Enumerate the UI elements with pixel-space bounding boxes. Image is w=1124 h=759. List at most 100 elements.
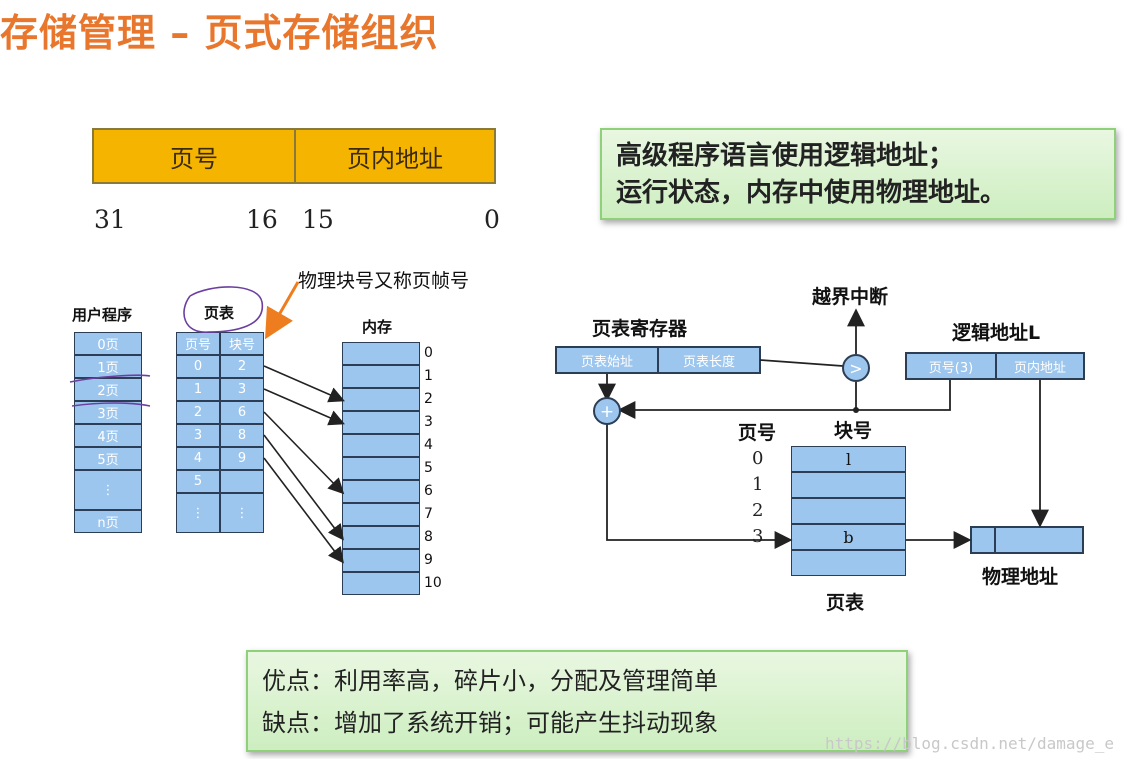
map-arrow-4 [263,457,344,564]
user-program-label: 用户程序 [72,306,133,324]
memory-block-numbers: 0 1 2 3 4 5 6 7 8 9 10 [424,342,442,595]
page-table-block [220,470,264,493]
bit-0-label: 0 [484,205,500,234]
adder-symbol: + [600,402,614,422]
page-table-block-col: 块号 2 3 6 8 9 ⋮ [220,332,264,533]
junction-dot [853,407,859,413]
memory-block-number: 1 [424,368,433,384]
user-page: 3页 [74,401,142,424]
physical-address-offset-cell [994,526,1084,554]
page-table-page: 2 [176,401,220,424]
memory-label: 内存 [362,318,393,336]
page-table-page: 4 [176,447,220,470]
right-page-numbers: 0 1 2 3 [752,446,763,550]
page-table-page-ellipsis: ⋮ [176,493,220,533]
user-page-ellipsis: ⋮ [74,470,142,510]
map-arrow-2 [263,411,345,495]
user-program-pages: 0页 1页 2页 3页 4页 5页 ⋮ n页 [74,332,142,533]
note-line-1: 高级程序语言使用逻辑地址； [616,141,955,171]
page-table-page: 0 [176,355,220,378]
user-page: 2页 [74,378,142,401]
page-table-block: 8 [220,424,264,447]
note-pros-cons: 优点：利用率高，碎片小，分配及管理简单 缺点：增加了系统开销；可能产生抖动现象 [246,650,908,752]
annotation-arrow [265,281,300,340]
address-format-bar: 页号 页内地址 [92,128,496,184]
physical-address-label: 物理地址 [982,566,1059,588]
adder-node [593,397,621,425]
map-arrow-3 [263,434,344,541]
bit-16-label: 16 [246,205,278,234]
page-number-field: 页号 [94,130,296,182]
page-table-page-col: 页号 0 1 2 3 4 5 ⋮ [176,332,220,533]
page-number-column-label: 页号 [738,422,777,444]
handwritten-mark [69,374,151,383]
page-table-register-label: 页表寄存器 [592,318,688,340]
right-page-number: 3 [752,526,764,547]
cons-line: 缺点：增加了系统开销；可能产生抖动现象 [262,709,718,737]
page-table-length-cell: 页表长度 [657,346,761,374]
user-page: 4页 [74,424,142,447]
frame-number-annotation: 物理块号又称页帧号 [298,270,470,292]
memory-block-number: 6 [424,483,433,499]
right-page-table-entry: b [791,524,906,550]
user-page: 5页 [74,447,142,470]
watermark: https://blog.csdn.net/damage_e [825,734,1114,753]
memory-block [342,503,420,526]
right-page-table-entry [791,550,906,576]
handwritten-circle [183,286,264,333]
comparator-node [842,354,870,382]
page-offset-field: 页内地址 [296,130,494,182]
memory-block-number: 8 [424,529,433,545]
memory-block-number: 10 [424,575,442,591]
map-arrow-0 [263,365,345,403]
bit-31-label: 31 [94,205,126,234]
out-of-bounds-interrupt-label: 越界中断 [812,286,889,308]
user-page: 0页 [74,332,142,355]
memory-block [342,434,420,457]
note-line-2: 运行状态，内存中使用物理地址。 [616,178,1007,208]
memory-block [342,365,420,388]
pros-line: 优点：利用率高，碎片小，分配及管理简单 [262,667,718,695]
memory-block-number: 9 [424,552,433,568]
page-table-page: 3 [176,424,220,447]
logical-offset-cell: 页内地址 [995,352,1085,380]
memory-block [342,457,420,480]
right-page-table: l b [791,446,906,576]
right-page-table-entry: l [791,446,906,472]
adder-to-entry [606,424,793,549]
memory-block-number: 0 [424,345,433,361]
comparator-symbol: > [849,359,862,378]
memory-block-number: 3 [424,414,433,430]
page-table-header-block: 块号 [220,332,264,355]
memory-block-number: 5 [424,460,433,476]
bit-15-label: 15 [302,205,334,234]
memory-block-number: 7 [424,506,433,522]
page-length-to-compare [759,359,844,367]
map-arrow-1 [263,388,345,426]
memory-blocks [342,342,420,595]
handwritten-mark [71,402,151,407]
page-table-block: 2 [220,355,264,378]
right-page-number: 0 [752,448,764,469]
note-logical-physical: 高级程序语言使用逻辑地址； 运行状态，内存中使用物理地址。 [600,128,1116,220]
block-number-label: 块号 [834,420,873,442]
page-table-page: 1 [176,378,220,401]
right-page-table-entry [791,498,906,524]
right-page-number: 1 [752,474,764,495]
memory-block [342,572,420,595]
page-table-block: 3 [220,378,264,401]
page-title: 存储管理 – 页式存储组织 [0,11,439,55]
right-page-table-label: 页表 [826,592,865,614]
memory-block-number: 2 [424,391,433,407]
user-page: n页 [74,510,142,533]
page-table-label: 页表 [204,304,235,322]
logical-address-label: 逻辑地址L [952,322,1041,344]
page-table-start-cell: 页表始址 [555,346,659,374]
memory-block [342,342,420,365]
page-table-page: 5 [176,470,220,493]
memory-block-number: 4 [424,437,433,453]
page-table-block: 9 [220,447,264,470]
page-to-adder [617,380,951,419]
page-table-block-ellipsis: ⋮ [220,493,264,533]
